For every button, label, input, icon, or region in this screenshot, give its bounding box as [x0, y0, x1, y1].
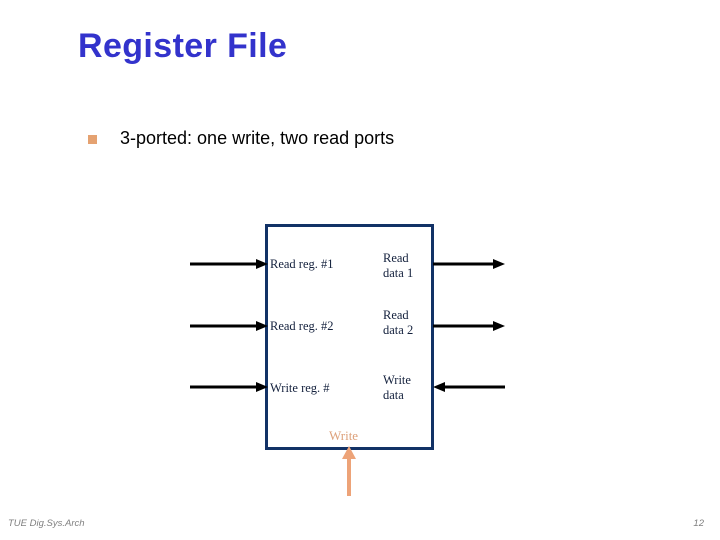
read-reg-2-input-arrow-icon — [190, 321, 268, 331]
footer-page-number: 12 — [693, 518, 704, 529]
square-bullet-icon — [88, 135, 97, 144]
page-title: Register File — [78, 27, 288, 65]
write-reg-input-arrow-icon — [190, 382, 268, 392]
port-label-write-data: Write data — [383, 373, 411, 402]
write-data-input-arrow-icon — [433, 382, 505, 392]
write-control-label: Write — [329, 428, 359, 443]
port-label-read-data-2: Read data 2 — [383, 308, 414, 337]
port-label-write-reg: Write reg. # — [270, 381, 330, 395]
bullet-list-item: 3-ported: one write, two read ports — [88, 128, 394, 149]
footer-course-label: TUE Dig.Sys.Arch — [8, 518, 85, 529]
read-data-2-output-arrow-icon — [433, 321, 505, 331]
read-reg-1-input-arrow-icon — [190, 259, 268, 269]
port-label-read-reg-1: Read reg. #1 — [270, 257, 334, 271]
port-label-read-reg-2: Read reg. #2 — [270, 319, 334, 333]
read-data-1-output-arrow-icon — [433, 259, 505, 269]
write-control-arrow-icon — [342, 446, 356, 496]
bullet-item-label: 3-ported: one write, two read ports — [120, 128, 395, 148]
port-label-read-data-1: Read data 1 — [383, 251, 414, 280]
